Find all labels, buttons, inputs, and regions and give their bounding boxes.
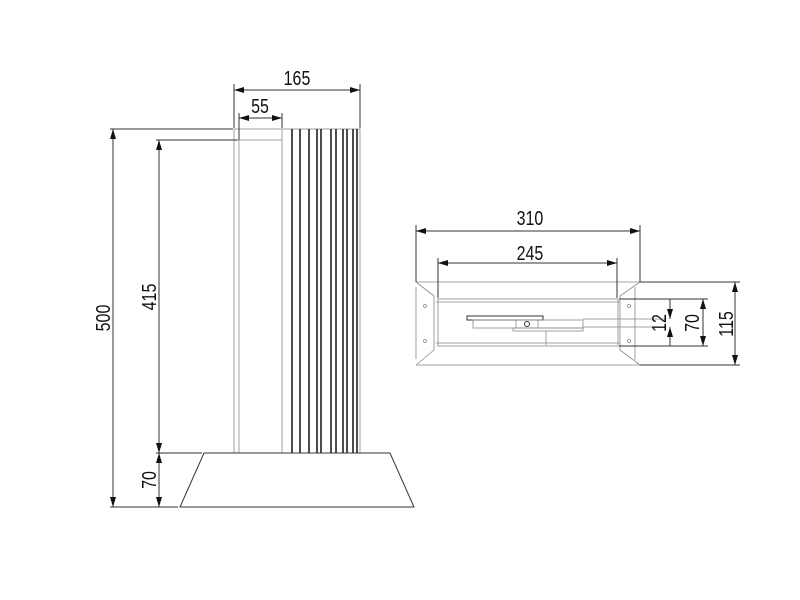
top-view: 310 245 115 70 12 <box>415 207 740 366</box>
dimension-310: 310 <box>415 207 641 282</box>
dimension-label: 245 <box>517 242 544 264</box>
column-base <box>179 452 415 508</box>
dimension-245: 245 <box>437 242 618 298</box>
dimension-55: 55 <box>238 95 283 140</box>
dimension-500: 500 <box>92 128 233 508</box>
dimension-label: 55 <box>251 95 269 117</box>
dimension-12: 12 <box>648 299 673 346</box>
dimension-label: 165 <box>284 67 311 89</box>
dimension-label: 310 <box>517 207 544 229</box>
dimension-70-inner: 70 <box>619 298 708 347</box>
dimension-label: 115 <box>715 311 737 337</box>
dimension-label: 500 <box>92 305 114 332</box>
rail-mechanism <box>466 315 665 345</box>
front-view: 165 55 500 415 70 <box>92 67 415 508</box>
dimension-115: 115 <box>640 281 740 366</box>
bracket-outline <box>415 281 641 366</box>
dimension-415: 415 <box>138 139 238 454</box>
dimension-label: 415 <box>138 284 160 311</box>
column-ribs <box>291 129 358 453</box>
dimension-165: 165 <box>233 67 361 128</box>
dimension-label: 70 <box>681 314 703 332</box>
dimension-label: 12 <box>648 314 670 332</box>
screw-icon <box>524 321 530 327</box>
column-body <box>233 128 361 454</box>
dimension-70-base: 70 <box>138 453 162 507</box>
dimension-label: 70 <box>138 471 160 489</box>
